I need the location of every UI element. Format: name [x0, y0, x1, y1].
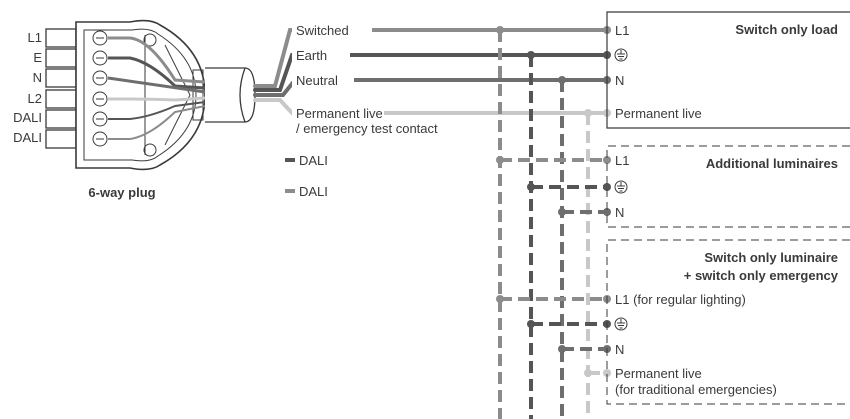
pin-label-n: N [33, 70, 42, 85]
box1-n: N [615, 73, 624, 88]
terminal-screws [92, 30, 108, 147]
label-emergency-test-contact: / emergency test contact [296, 121, 438, 136]
box2-l1: L1 [615, 153, 629, 168]
box3-permanent-live: Permanent live [615, 366, 702, 381]
box1-title: Switch only load [735, 22, 838, 37]
plug-caption: 6-way plug [88, 185, 155, 200]
box1-l1: L1 [615, 23, 629, 38]
wire-earth [253, 53, 606, 92]
earth-icon [614, 317, 628, 331]
pin-label-l2: L2 [28, 91, 42, 106]
label-dali-dark: DALI [299, 153, 328, 168]
six-way-plug: L1 E N L2 DALI DALI [13, 19, 256, 200]
label-permanent-live: Permanent live [296, 106, 383, 121]
wire-neutral [253, 78, 606, 97]
wire-permanent-live [253, 98, 606, 115]
main-wires [253, 28, 606, 115]
box3-title-1: Switch only luminaire [704, 250, 838, 265]
junction-dots [496, 26, 611, 377]
box3-title-2: + switch only emergency [684, 268, 839, 283]
tap-lines [500, 158, 607, 375]
earth-icon [614, 48, 628, 62]
pin-label-dali-2: DALI [13, 130, 42, 145]
earth-icon [614, 180, 628, 194]
drop-lines [498, 30, 590, 419]
box3-l1: L1 (for regular lighting) [615, 292, 746, 307]
box-additional-luminaires: Additional luminaires L1 N [606, 145, 850, 228]
pin-label-e: E [33, 50, 42, 65]
box3-traditional-emergencies: (for traditional emergencies) [615, 382, 777, 397]
box-switch-only-luminaire: Switch only luminaire + switch only emer… [606, 239, 850, 405]
dali-legend: DALI DALI [285, 153, 328, 199]
box2-title: Additional luminaires [706, 156, 838, 171]
label-earth: Earth [296, 48, 327, 63]
box-switch-only-load: Switch only load L1 N Permanent live [606, 11, 850, 129]
plug-pins [45, 28, 77, 149]
label-neutral: Neutral [296, 73, 338, 88]
pin-label-dali-1: DALI [13, 110, 42, 125]
box1-permanent-live: Permanent live [615, 106, 702, 121]
label-dali-light: DALI [299, 184, 328, 199]
box3-n: N [615, 342, 624, 357]
box2-n: N [615, 205, 624, 220]
label-switched: Switched [296, 23, 349, 38]
cable-sleeve [205, 67, 256, 123]
wire-switched [253, 28, 606, 88]
pin-label-l1: L1 [28, 30, 42, 45]
